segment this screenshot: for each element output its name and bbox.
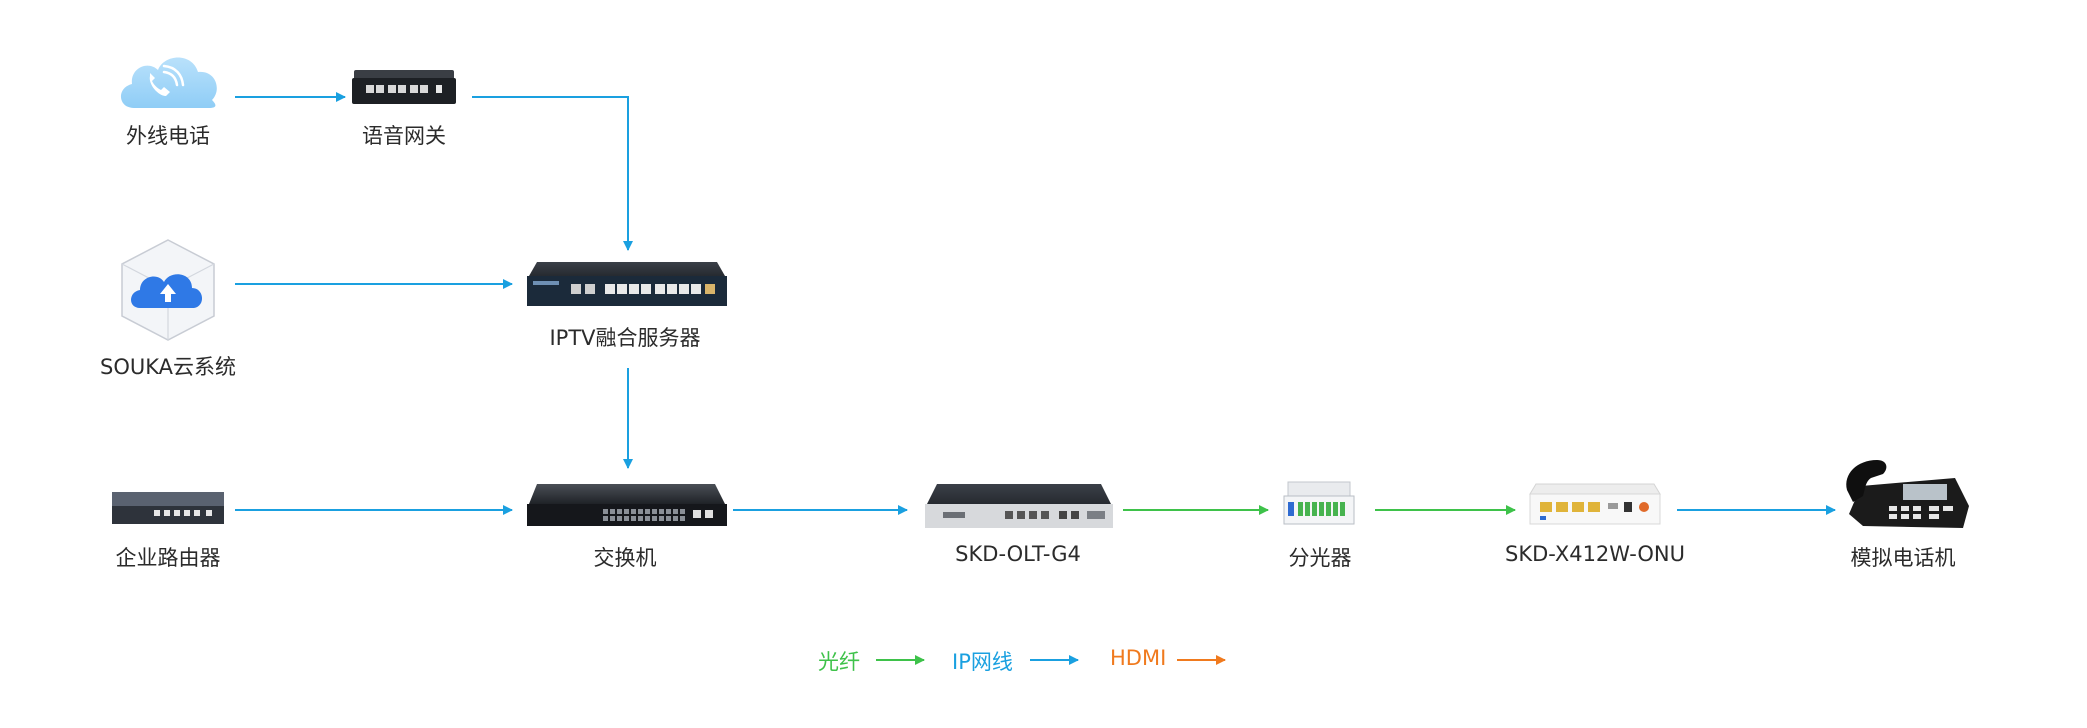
olt-icon (925, 484, 1113, 528)
edge-gateway-to-iptv (472, 96, 633, 251)
router-icon (112, 492, 224, 524)
legend-hdmi-label: HDMI (1110, 646, 1167, 670)
splitter-icon (1283, 481, 1355, 525)
label-switch: 交换机 (593, 546, 657, 570)
desk-phone-icon (1846, 460, 1969, 528)
cloud-system-icon (121, 239, 215, 341)
label-iptv-server: IPTV融合服务器 (549, 326, 701, 350)
label-olt: SKD-OLT-G4 (955, 542, 1081, 566)
onu-icon (1529, 483, 1661, 525)
label-voice-gateway: 语音网关 (362, 124, 446, 148)
label-souka-cloud: SOUKA云系统 (100, 355, 236, 379)
label-onu: SKD-X412W-ONU (1505, 542, 1685, 566)
label-external-phone: 外线电话 (126, 124, 210, 148)
connections (235, 92, 1836, 515)
switch-icon (527, 484, 727, 526)
voice-gateway-icon (352, 70, 456, 104)
label-analog-phone: 模拟电话机 (1850, 546, 1956, 570)
server-icon (527, 262, 727, 306)
cloud-phone-icon (120, 57, 217, 108)
label-splitter: 分光器 (1288, 546, 1352, 570)
label-router: 企业路由器 (115, 546, 221, 570)
legend-fiber-label: 光纤 (818, 650, 860, 674)
legend-ip-label: IP网线 (952, 650, 1013, 674)
